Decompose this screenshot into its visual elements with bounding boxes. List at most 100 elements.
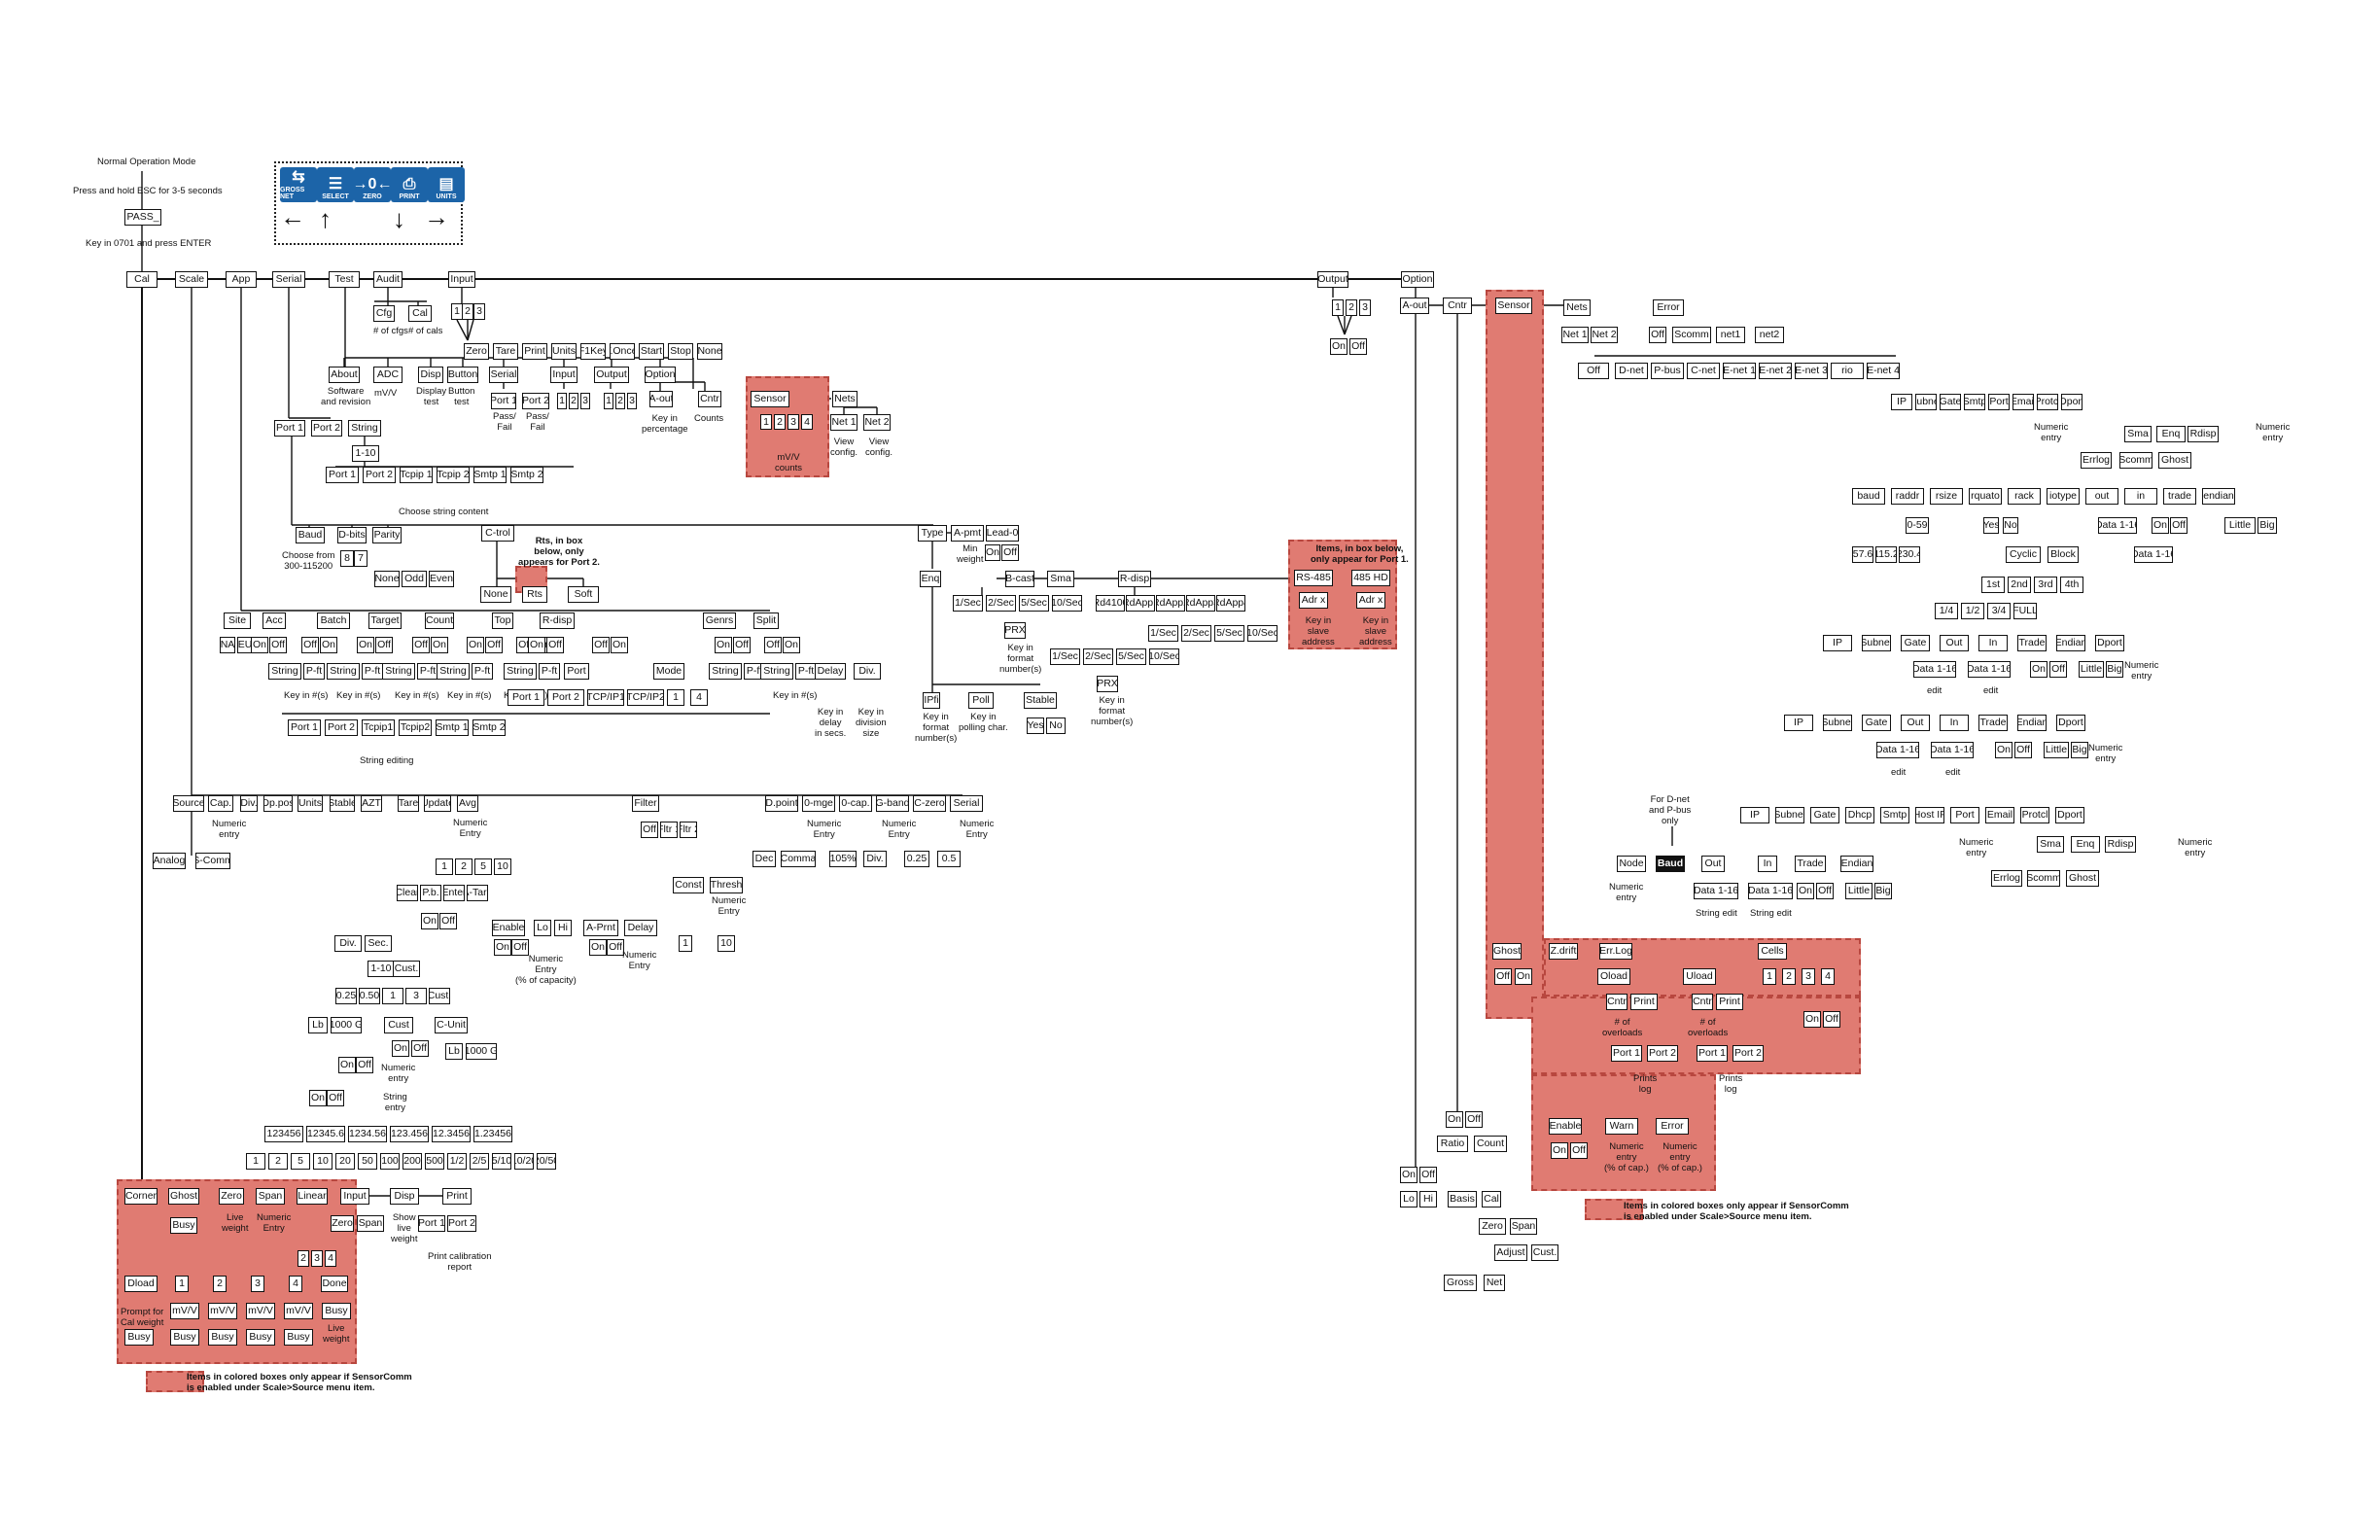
- menu-20-50[interactable]: 20/50: [537, 1153, 556, 1170]
- menu-data-1-16[interactable]: Data 1-16: [1748, 883, 1793, 899]
- menu-12-3456[interactable]: 12.3456: [432, 1126, 471, 1142]
- menu-option[interactable]: Option: [645, 367, 676, 383]
- menu-cells[interactable]: Cells: [1758, 943, 1787, 960]
- menu-p-ft[interactable]: P-ft: [472, 663, 493, 680]
- menu-3[interactable]: 3: [251, 1276, 264, 1292]
- menu-smtp[interactable]: Smtp: [1880, 807, 1909, 823]
- menu-error[interactable]: Error: [1653, 299, 1684, 316]
- menu-off[interactable]: Off: [1570, 1142, 1588, 1159]
- menu-mode[interactable]: Mode: [653, 663, 684, 680]
- menu-3-4[interactable]: 3/4: [1987, 603, 2011, 619]
- menu-string[interactable]: String: [437, 663, 470, 680]
- menu-off[interactable]: Off: [511, 939, 529, 956]
- menu-on[interactable]: On: [1803, 1011, 1821, 1028]
- gross-net-key-icon[interactable]: ⇆GROSS NET: [280, 167, 317, 202]
- menu-no[interactable]: No: [2003, 517, 2018, 534]
- menu-print[interactable]: Print: [522, 343, 547, 360]
- menu-scale[interactable]: Scale: [175, 271, 208, 288]
- menu-f1key[interactable]: F1Key: [580, 343, 606, 360]
- units-key-icon[interactable]: ▤UNITS: [428, 167, 465, 202]
- menu-on[interactable]: On: [611, 637, 628, 653]
- menu-audit[interactable]: Audit: [373, 271, 402, 288]
- menu-little[interactable]: Little: [2079, 661, 2104, 678]
- menu-comma[interactable]: Comma: [781, 851, 816, 867]
- menu-off[interactable]: Off: [327, 1090, 344, 1106]
- menu-g-band[interactable]: G-band: [876, 795, 909, 812]
- menu-5-10[interactable]: 5/10: [492, 1153, 511, 1170]
- menu-port-1[interactable]: Port 1: [1611, 1045, 1642, 1062]
- menu-err-log[interactable]: Err.Log: [1599, 943, 1632, 960]
- menu-raddr[interactable]: raddr: [1891, 488, 1924, 505]
- menu-off[interactable]: Off: [641, 822, 658, 838]
- menu-busy[interactable]: Busy: [170, 1329, 199, 1346]
- menu-avg[interactable]: Avg: [457, 795, 478, 812]
- menu-full[interactable]: FULL: [2013, 603, 2037, 619]
- menu-off[interactable]: Off: [411, 1040, 429, 1057]
- menu-c-net[interactable]: C-net: [1687, 363, 1720, 379]
- menu-zero[interactable]: Zero: [219, 1188, 244, 1205]
- menu-p-ft[interactable]: P-ft: [539, 663, 560, 680]
- menu-1-2[interactable]: 1/2: [1961, 603, 1984, 619]
- menu-stop[interactable]: Stop: [668, 343, 693, 360]
- menu-p-ft[interactable]: P-ft: [362, 663, 383, 680]
- menu-4[interactable]: 4: [801, 414, 813, 430]
- menu-10-20[interactable]: 10/20: [514, 1153, 534, 1170]
- menu-3[interactable]: 3: [1359, 299, 1371, 316]
- menu-big[interactable]: Big: [2071, 742, 2088, 758]
- menu-div[interactable]: Div.: [334, 935, 362, 952]
- menu-adr-x[interactable]: Adr x: [1356, 592, 1385, 609]
- menu-10-sec[interactable]: 10/Sec: [1052, 595, 1082, 612]
- menu-on[interactable]: On: [320, 637, 337, 653]
- menu-dport[interactable]: Dport: [2061, 394, 2082, 410]
- menu-rdisp[interactable]: Rdisp: [2105, 836, 2136, 853]
- menu-gate[interactable]: Gate: [1862, 715, 1891, 731]
- menu-dhcp[interactable]: Dhcp: [1845, 807, 1874, 823]
- menu-baud[interactable]: Baud: [296, 527, 325, 543]
- menu-off[interactable]: Off: [546, 637, 564, 653]
- menu-2-sec[interactable]: 2/Sec: [1181, 625, 1211, 642]
- menu-115-2[interactable]: 115.2: [1875, 546, 1897, 563]
- menu-r-disp[interactable]: R-disp: [1118, 571, 1151, 587]
- menu-lo[interactable]: Lo: [1400, 1191, 1418, 1208]
- menu-d-point[interactable]: D.point: [765, 795, 798, 812]
- menu-1[interactable]: 1: [436, 858, 453, 875]
- menu-port-1[interactable]: Port 1: [1697, 1045, 1728, 1062]
- menu-7[interactable]: 7: [354, 550, 368, 567]
- menu-little[interactable]: Little: [2044, 742, 2069, 758]
- menu-host-ip[interactable]: Host IP: [1915, 807, 1944, 823]
- menu-tcp-ip1[interactable]: TCP/IP1: [587, 689, 624, 706]
- menu-10-sec[interactable]: 10/Sec: [1149, 648, 1179, 665]
- menu-adc[interactable]: ADC: [373, 367, 402, 383]
- menu-4th[interactable]: 4th: [2060, 577, 2083, 593]
- menu-3[interactable]: 3: [405, 988, 427, 1004]
- menu-yes[interactable]: Yes: [1983, 517, 1999, 534]
- menu-input[interactable]: Input: [340, 1188, 369, 1205]
- menu-port-2[interactable]: Port 2: [325, 719, 358, 736]
- menu-units[interactable]: Units: [551, 343, 577, 360]
- menu-cntr[interactable]: Cntr: [1692, 994, 1713, 1010]
- menu-port-2[interactable]: Port 2: [447, 1215, 476, 1232]
- menu-port-2[interactable]: Port 2: [1732, 1045, 1764, 1062]
- menu-net[interactable]: Net: [1484, 1275, 1505, 1291]
- menu-in[interactable]: In: [1940, 715, 1969, 731]
- menu-big[interactable]: Big: [2258, 517, 2277, 534]
- menu-none[interactable]: None: [480, 586, 511, 603]
- menu-block[interactable]: Block: [2048, 546, 2079, 563]
- menu-e-net-4[interactable]: E-net 4: [1867, 363, 1900, 379]
- menu-off[interactable]: Off: [1494, 968, 1512, 985]
- menu-1[interactable]: 1: [246, 1153, 265, 1170]
- menu-option[interactable]: Option: [1401, 271, 1434, 288]
- menu-e-net-2[interactable]: E-net 2: [1759, 363, 1792, 379]
- menu-data-1-16[interactable]: Data 1-16: [1968, 661, 2011, 678]
- menu-3[interactable]: 3: [627, 393, 637, 409]
- menu-serial[interactable]: Serial: [272, 271, 305, 288]
- select-key-icon[interactable]: ☰SELECT: [317, 167, 354, 202]
- menu-a-out[interactable]: A-out: [1400, 298, 1429, 314]
- menu-5-sec[interactable]: 5/Sec: [1019, 595, 1049, 612]
- menu-2[interactable]: 2: [569, 393, 578, 409]
- menu-rquato[interactable]: rquato: [1969, 488, 2002, 505]
- menu-output[interactable]: Output: [594, 367, 629, 383]
- menu-busy[interactable]: Busy: [284, 1329, 313, 1346]
- menu-sma[interactable]: Sma: [1047, 571, 1074, 587]
- menu-enable[interactable]: Enable: [1549, 1118, 1582, 1135]
